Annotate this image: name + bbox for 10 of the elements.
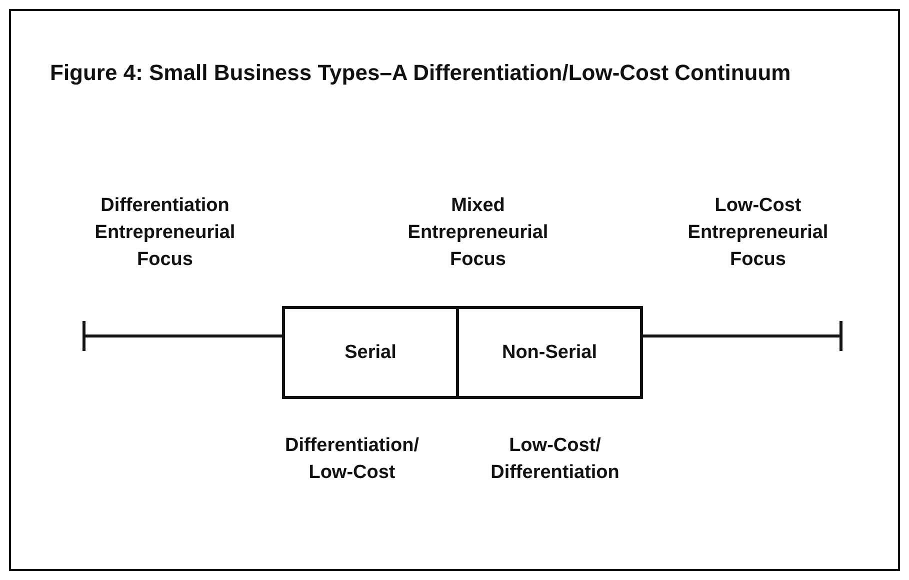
figure-title: Figure 4: Small Business Types–A Differentiation/Low-Cost Continuum: [50, 60, 791, 86]
category-label: Differentiation Entrepreneurial Focus: [94, 194, 236, 272]
category-label: Mixed Entrepreneurial Focus: [406, 194, 550, 272]
type-box: [456, 306, 643, 399]
type-box: [282, 306, 459, 399]
category-label: Low-Cost Entrepreneurial Focus: [686, 194, 830, 272]
category-label: Differentiation/ Low-Cost: [284, 434, 420, 485]
box-label: Non-Serial: [502, 342, 598, 364]
box-label: Serial: [344, 342, 396, 364]
category-label: Low-Cost/ Differentiation: [490, 434, 620, 485]
